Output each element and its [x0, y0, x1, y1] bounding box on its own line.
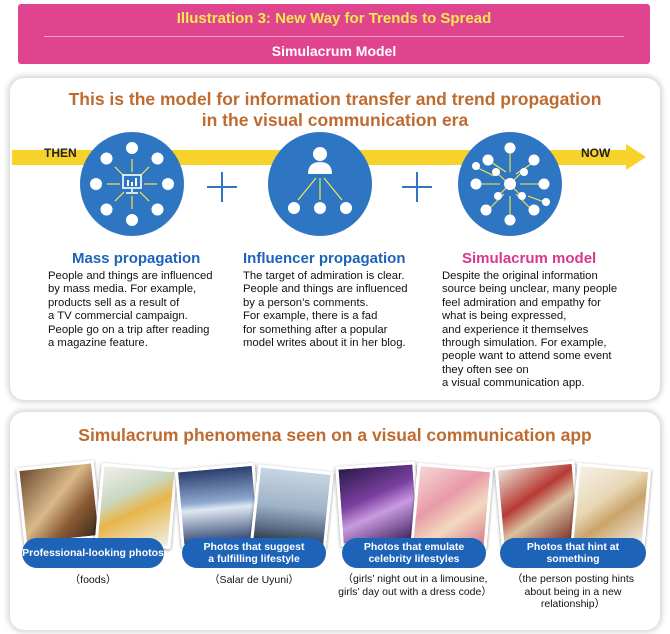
influencer-propagation-diagram	[268, 132, 372, 236]
fulfilling-lifestyle-caption: （Salar de Uyuni）	[209, 574, 299, 586]
plus-icon	[402, 172, 432, 202]
hint-at-something-caption: （the person posting hints about being in…	[512, 573, 634, 610]
food-photo-2	[94, 462, 178, 550]
mass-propagation-title: Mass propagation	[72, 250, 201, 267]
salar-photo-1	[174, 462, 262, 548]
illustration-title: Illustration 3: New Way for Trends to Sp…	[176, 10, 492, 27]
hint-photo-1	[494, 460, 582, 548]
simulacrum-model-description: Despite the original information source …	[442, 270, 618, 390]
plus-icon	[207, 172, 237, 202]
then-label: THEN	[44, 146, 77, 160]
hint-photo-2	[570, 462, 652, 550]
celebrity-lifestyles-label: Photos that emulate celebrity lifestyles	[342, 538, 486, 568]
header-divider	[44, 36, 624, 37]
model-heading-line2: in the visual communication era	[201, 110, 469, 130]
model-heading-line1: This is the model for information transf…	[68, 89, 602, 109]
tv-icon	[122, 174, 142, 194]
now-label: NOW	[581, 146, 611, 160]
dress-code-photo	[410, 462, 494, 550]
influencer-propagation-title: Influencer propagation	[243, 250, 406, 267]
mass-propagation-description: People and things are influenced by mass…	[48, 270, 213, 350]
header-banner: Illustration 3: New Way for Trends to Sp…	[18, 4, 650, 64]
model-panel: This is the model for information transf…	[10, 78, 660, 400]
fulfilling-lifestyle-label: Photos that suggest a fulfilling lifesty…	[182, 538, 326, 568]
illustration-subtitle: Simulacrum Model	[271, 43, 397, 59]
influencer-propagation-description: The target of admiration is clear. Peopl…	[243, 270, 408, 350]
phenomena-panel-heading: Simulacrum phenomena seen on a visual co…	[78, 425, 592, 445]
simulacrum-model-diagram	[458, 132, 562, 236]
mass-propagation-diagram	[80, 132, 184, 236]
celebrity-lifestyles-caption: （girls’ night out in a limousine, girls’…	[338, 573, 492, 598]
salar-photo-2	[250, 464, 334, 550]
limousine-photo	[335, 461, 421, 547]
arrow-right-icon	[626, 144, 646, 170]
professional-photos-caption: （foods）	[69, 574, 117, 586]
person-icon	[308, 147, 332, 174]
model-panel-heading: This is the model for information transf…	[10, 89, 660, 131]
professional-photos-label: Professional-looking photos	[22, 538, 164, 568]
food-photo-1	[16, 460, 102, 546]
simulacrum-model-title: Simulacrum model	[462, 250, 597, 267]
hint-at-something-label: Photos that hint at something	[500, 538, 646, 568]
